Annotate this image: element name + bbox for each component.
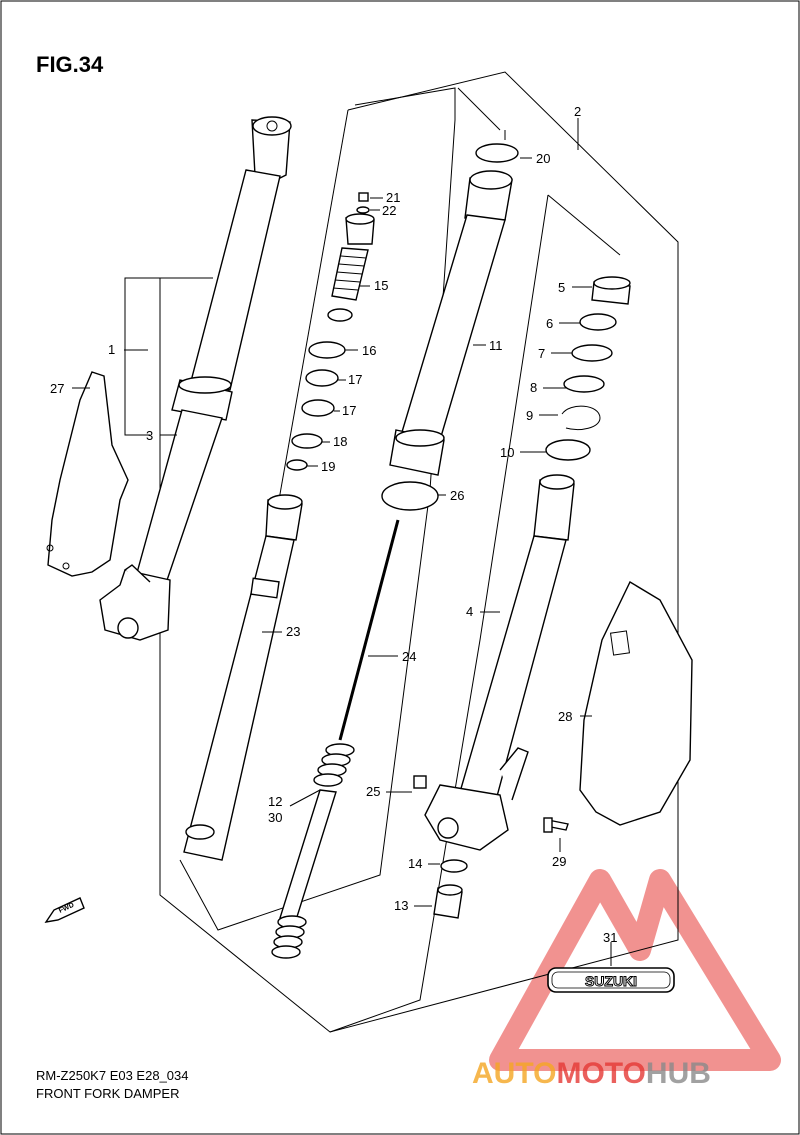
figure-title: FIG.34 [36, 52, 104, 77]
suzuki-emblem-text: SUZUKI [585, 973, 637, 989]
push-rod [338, 519, 400, 741]
washer-bottom [440, 859, 468, 873]
callout-9: 9 [526, 408, 533, 423]
callout-25: 25 [366, 784, 380, 799]
callout-22: 22 [382, 203, 396, 218]
callout-3: 3 [146, 428, 153, 443]
callout-30: 30 [268, 810, 282, 825]
callout-31: 31 [603, 930, 617, 945]
watermark-logo [489, 869, 781, 1071]
callout-6: 6 [546, 316, 553, 331]
callout-10: 10 [500, 445, 514, 460]
section-name: FRONT FORK DAMPER [36, 1086, 180, 1101]
callout-4: 4 [466, 604, 473, 619]
watermark-part2: MOTO [556, 1057, 645, 1090]
fwd-arrow-icon [44, 897, 85, 923]
callout-12: 12 [268, 794, 282, 809]
watermark-part1: AUTO [472, 1057, 556, 1090]
outer-tube-center [389, 170, 513, 476]
leader-lines [72, 118, 612, 966]
callout-19: 19 [321, 459, 335, 474]
callout-14: 14 [408, 856, 422, 871]
drain-bolt [433, 884, 463, 919]
springs [271, 743, 355, 959]
rings-stack-left [286, 341, 346, 471]
callout-29: 29 [552, 854, 566, 869]
outer-tube-left [99, 116, 292, 641]
callout-7: 7 [538, 346, 545, 361]
callout-16: 16 [362, 343, 376, 358]
rings-stack-right [545, 276, 631, 461]
bolt-small [356, 192, 370, 214]
valve-assembly [327, 213, 375, 322]
callout-labels: 1 2 3 4 5 6 7 8 9 10 11 12 13 14 15 16 1… [50, 104, 617, 945]
o-ring-large [381, 481, 439, 511]
callout-15: 15 [374, 278, 388, 293]
callout-17a: 17 [348, 372, 362, 387]
bleed-bolt [413, 775, 427, 789]
callout-5: 5 [558, 280, 565, 295]
callout-8: 8 [530, 380, 537, 395]
callout-13: 13 [394, 898, 408, 913]
callout-1: 1 [108, 342, 115, 357]
damper-rod [183, 494, 303, 861]
model-code: RM-Z250K7 E03 E28_034 [36, 1068, 188, 1083]
suzuki-emblem [547, 967, 675, 993]
callout-24: 24 [402, 649, 416, 664]
watermark-text: AUTOMOTOHUB [472, 1057, 711, 1090]
fork-guard-left [46, 371, 129, 577]
callout-11: 11 [489, 338, 503, 353]
callout-17b: 17 [342, 403, 356, 418]
guard-bolt [543, 817, 569, 833]
callout-26: 26 [450, 488, 464, 503]
callout-27: 27 [50, 381, 64, 396]
callout-21: 21 [386, 190, 400, 205]
callout-18: 18 [333, 434, 347, 449]
callout-20: 20 [536, 151, 550, 166]
o-ring-top [475, 143, 519, 163]
callout-28: 28 [558, 709, 572, 724]
callout-23: 23 [286, 624, 300, 639]
fork-guard-right [579, 581, 693, 826]
inner-tube-right [424, 474, 575, 851]
watermark-part3: HUB [646, 1057, 711, 1090]
callout-2: 2 [574, 104, 581, 119]
